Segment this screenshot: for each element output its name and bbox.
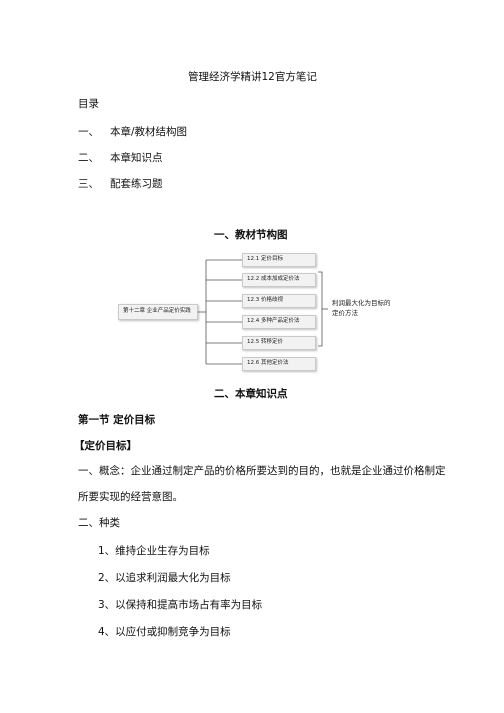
diagram-item-node: 12.1 定价目标 <box>242 253 316 267</box>
diagram-item-node: 12.6 其他定价法 <box>242 357 316 371</box>
diagram-connectors <box>198 259 328 365</box>
toc-item-number: 三、 <box>78 178 99 190</box>
diagram-item-label: 12.5 转移定价 <box>247 339 283 346</box>
list-item: 4、以应付或抑制竞争为目标 <box>98 626 231 638</box>
diagram-item-node: 12.5 转移定价 <box>242 336 316 350</box>
section-title-structure: 一、教材节构图 <box>214 229 288 241</box>
kinds-heading: 二、种类 <box>78 517 120 529</box>
diagram-item-node: 12.2 成本加成定价法 <box>242 273 316 287</box>
toc-item-label: 本章知识点 <box>110 152 163 164</box>
diagram-root-node: 第十二章 企业产品定价实践 <box>118 304 198 320</box>
diagram-item-label: 12.2 成本加成定价法 <box>247 276 300 283</box>
subsection-title: 第一节 定价目标 <box>78 414 156 426</box>
toc-heading: 目录 <box>78 98 99 110</box>
section-title-knowledge: 二、本章知识点 <box>214 388 288 400</box>
concept-line: 所要实现的经营意图。 <box>78 491 183 503</box>
list-item: 2、以追求利润最大化为目标 <box>98 572 231 584</box>
diagram-root-label: 第十二章 企业产品定价实践 <box>123 308 191 315</box>
bracket-heading: 【定价目标】 <box>74 440 137 452</box>
diagram-item-node: 12.3 价格歧视 <box>242 294 316 308</box>
list-item: 3、以保持和提高市场占有率为目标 <box>98 599 263 611</box>
toc-item-label: 配套练习题 <box>110 178 163 190</box>
diagram-item-node: 12.4 多种产品定价法 <box>242 315 316 329</box>
document-title: 管理经济学精讲12官方笔记 <box>188 71 317 83</box>
list-item: 1、维持企业生存为目标 <box>98 545 210 557</box>
toc-item-number: 一、 <box>78 126 99 138</box>
toc-item-number: 二、 <box>78 152 99 164</box>
diagram-item-label: 12.4 多种产品定价法 <box>247 318 300 325</box>
diagram-item-label: 12.6 其他定价法 <box>247 360 289 367</box>
diagram-item-label: 12.1 定价目标 <box>247 256 283 263</box>
diagram-note: 利润最大化为目标的定价方法 <box>332 299 391 318</box>
structure-diagram: 第十二章 企业产品定价实践 12.1 定价目标 12.2 成本加成定价法 12.… <box>116 250 430 374</box>
diagram-item-label: 12.3 价格歧视 <box>247 297 283 304</box>
concept-line: 一、概念：企业通过制定产品的价格所要达到的目的，也就是企业通过价格制定 <box>78 465 446 477</box>
toc-item-label: 本章/教材结构图 <box>110 126 188 138</box>
